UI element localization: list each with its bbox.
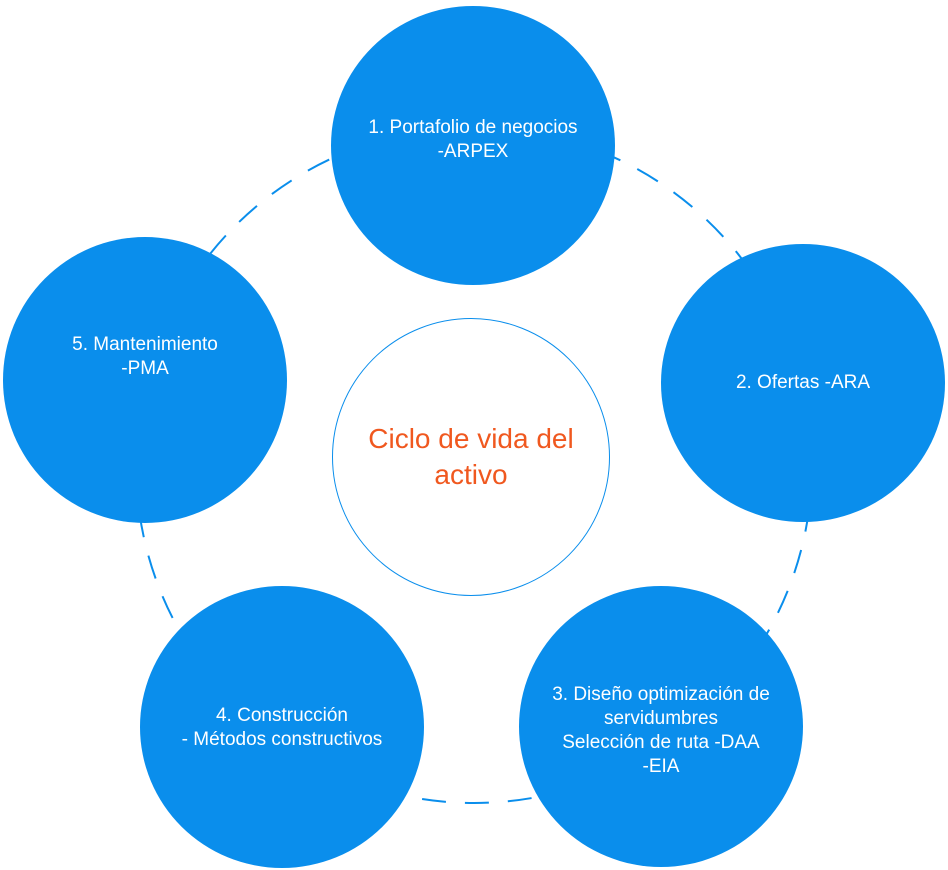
- stage-4-line-1: 4. Construcción: [215, 705, 348, 726]
- stage-5-line-2: -PMA: [121, 358, 169, 379]
- stage-4-construccion: 4. Construcción - Métodos constructivos: [140, 586, 424, 868]
- stage-3-line-1: 3. Diseño optimización de: [552, 683, 770, 705]
- stage-3-line-4: -EIA: [642, 755, 680, 777]
- stage-3-line-3: Selección de ruta -DAA: [562, 731, 760, 753]
- stage-5-line-1: 5. Mantenimiento: [72, 334, 218, 355]
- stage-3-diseno: 3. Diseño optimización de servidumbres S…: [519, 586, 803, 867]
- center-title-circle: Ciclo de vida del activo: [332, 318, 610, 596]
- stage-3-text: 3. Diseño optimización de servidumbres S…: [552, 683, 770, 779]
- stage-1-line-1: 1. Portafolio de negocios: [368, 116, 578, 138]
- stage-1-portafolio: 1. Portafolio de negocios -ARPEX: [331, 6, 615, 285]
- stage-5-text: 5. Mantenimiento -PMA: [72, 333, 218, 381]
- center-title-line-1: Ciclo de vida del: [368, 423, 574, 454]
- stage-4-line-2: - Métodos constructivos: [181, 729, 383, 750]
- stage-1-text: 1. Portafolio de negocios -ARPEX: [368, 116, 577, 164]
- stage-3-line-2: servidumbres: [603, 707, 719, 729]
- stage-5-mantenimiento: 5. Mantenimiento -PMA: [3, 237, 287, 523]
- stage-1-line-2: -ARPEX: [437, 140, 509, 162]
- stage-2-ofertas: 2. Ofertas -ARA: [661, 244, 945, 522]
- center-title-line-2: activo: [434, 459, 508, 490]
- stage-2-text: 2. Ofertas -ARA: [736, 371, 870, 395]
- stage-4-text: 4. Construcción - Métodos constructivos: [182, 704, 383, 752]
- stage-2-line-1: 2. Ofertas -ARA: [735, 372, 871, 393]
